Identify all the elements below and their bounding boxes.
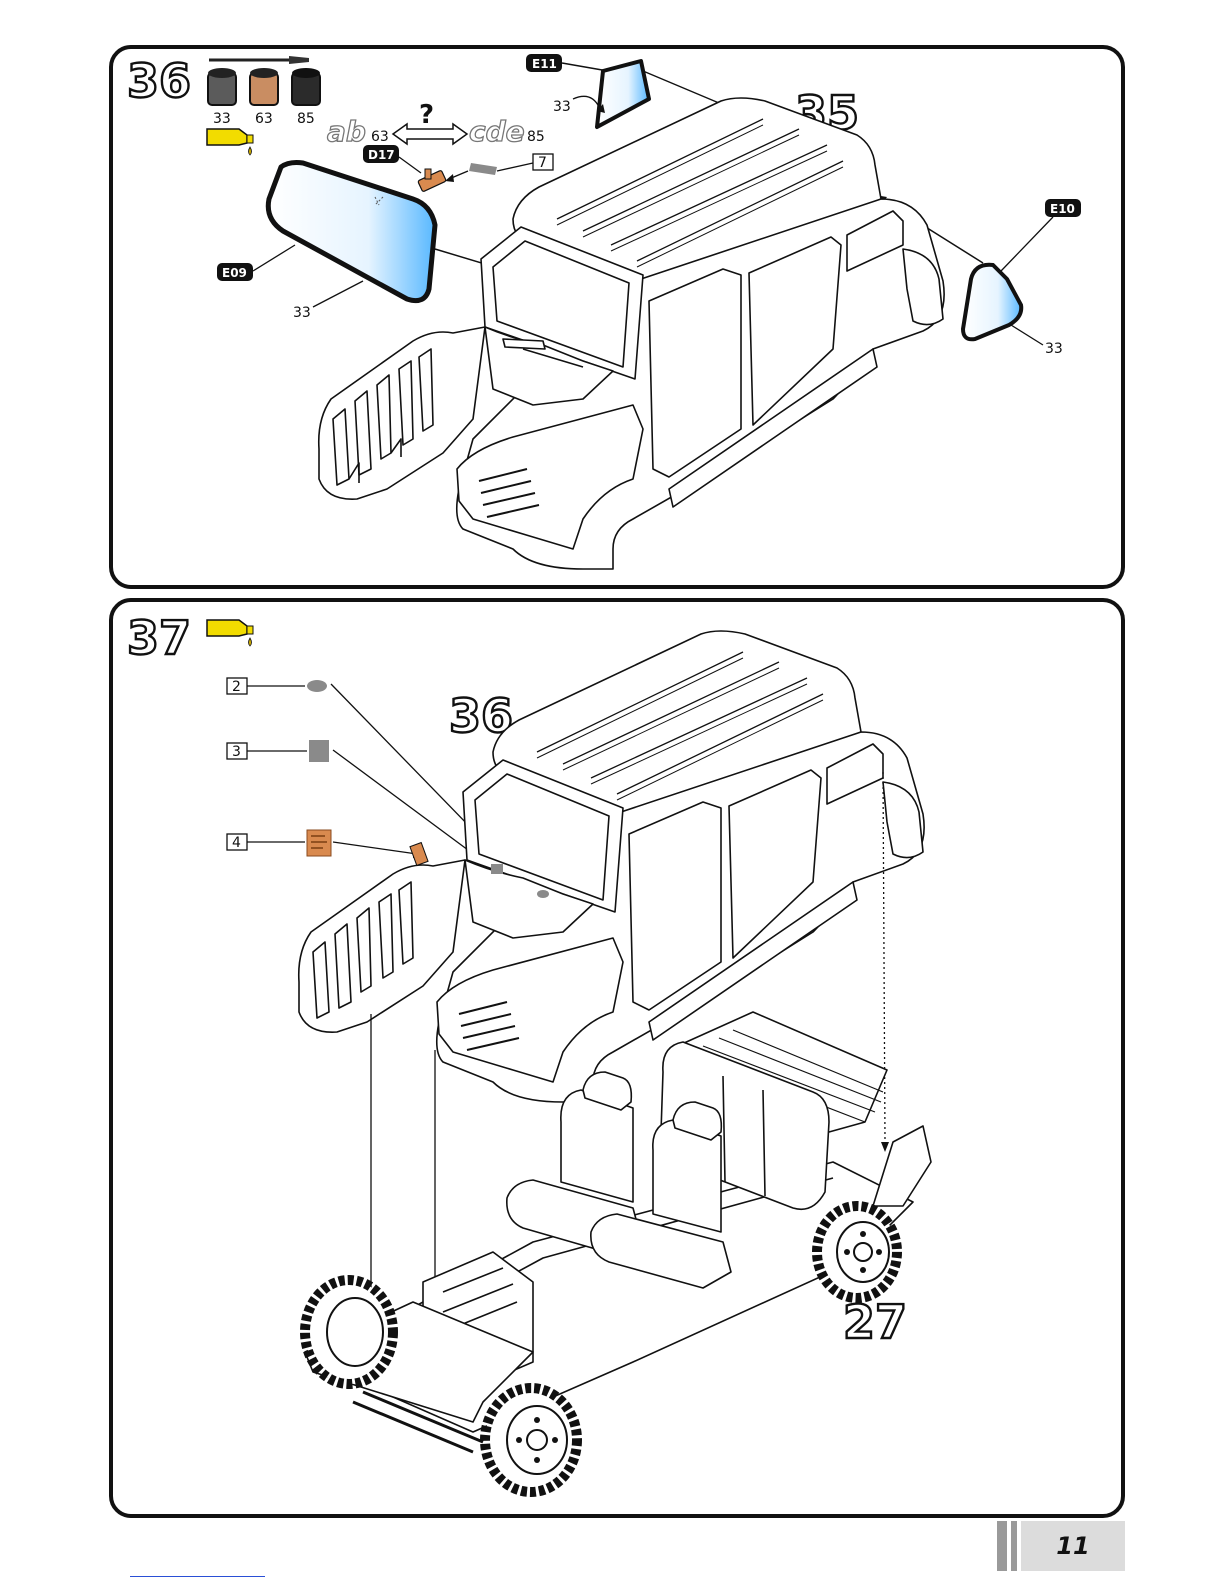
decal-7: 7	[469, 154, 553, 175]
page-marker-bar	[1011, 1521, 1017, 1571]
page-number: 11	[1056, 1532, 1089, 1560]
step-36-illustration: 36 35 33 63 85 ab 63 ? cde 85 E11	[113, 49, 1125, 589]
svg-text:2: 2	[232, 679, 241, 695]
svg-text:D17: D17	[368, 148, 395, 162]
option-letters-ab: ab	[327, 115, 366, 148]
svg-text:E09: E09	[222, 266, 247, 280]
step-36-panel: 36 35 33 63 85 ab 63 ? cde 85 E11	[109, 45, 1125, 589]
paint-code: 33	[553, 99, 571, 115]
step-number: 36	[127, 54, 191, 108]
part-tag-e09: E09	[217, 263, 253, 281]
option-paint-85: 85	[527, 129, 545, 145]
paint-code: 33	[213, 111, 231, 127]
part-tag-d17: D17	[363, 145, 399, 163]
step-number: 37	[127, 611, 191, 665]
windshield-e09	[268, 163, 435, 301]
paint-pot-icon	[208, 68, 236, 105]
glue-tube-icon	[207, 129, 253, 155]
car-body-shell	[319, 98, 944, 569]
svg-text:3: 3	[232, 744, 241, 760]
question-mark: ?	[419, 100, 434, 130]
paint-code: 85	[297, 111, 315, 127]
part-tag-e10: E10	[1045, 199, 1081, 217]
paint-brush-icon	[209, 56, 309, 64]
step-37-panel: 37 2 3 4 36 27	[109, 598, 1125, 1518]
paint-pot-icon	[250, 68, 278, 105]
option-letters-cde: cde	[469, 115, 525, 148]
quarter-window-e11	[597, 61, 649, 127]
svg-text:4: 4	[232, 835, 241, 851]
wheel-rear-right	[817, 1206, 897, 1298]
car-body-assembly	[299, 631, 924, 1102]
paint-code: 63	[255, 111, 273, 127]
svg-text:E11: E11	[532, 57, 557, 71]
decal-4: 4	[227, 830, 331, 856]
svg-text:7: 7	[538, 155, 547, 171]
paint-code: 33	[1045, 341, 1063, 357]
option-paint-63: 63	[371, 129, 389, 145]
part-tag-e11: E11	[526, 54, 562, 72]
svg-text:E10: E10	[1050, 202, 1075, 216]
step-37-illustration: 37 2 3 4 36 27	[113, 602, 1125, 1518]
paint-pot-icon	[292, 68, 320, 105]
glue-tube-icon	[207, 620, 253, 646]
rear-view-mirror-part	[418, 169, 447, 192]
footer-link-line	[130, 1576, 265, 1577]
wheel-front-left	[305, 1280, 393, 1384]
decal-2: 2	[227, 678, 327, 695]
decal-3: 3	[227, 740, 329, 762]
page-number-box: 11	[1021, 1521, 1125, 1571]
page-marker-bar	[997, 1521, 1007, 1571]
wheel-front-right	[485, 1388, 577, 1492]
paint-code: 33	[293, 305, 311, 321]
reference-step-27: 27	[843, 1295, 907, 1349]
rear-window-e10	[963, 265, 1021, 340]
